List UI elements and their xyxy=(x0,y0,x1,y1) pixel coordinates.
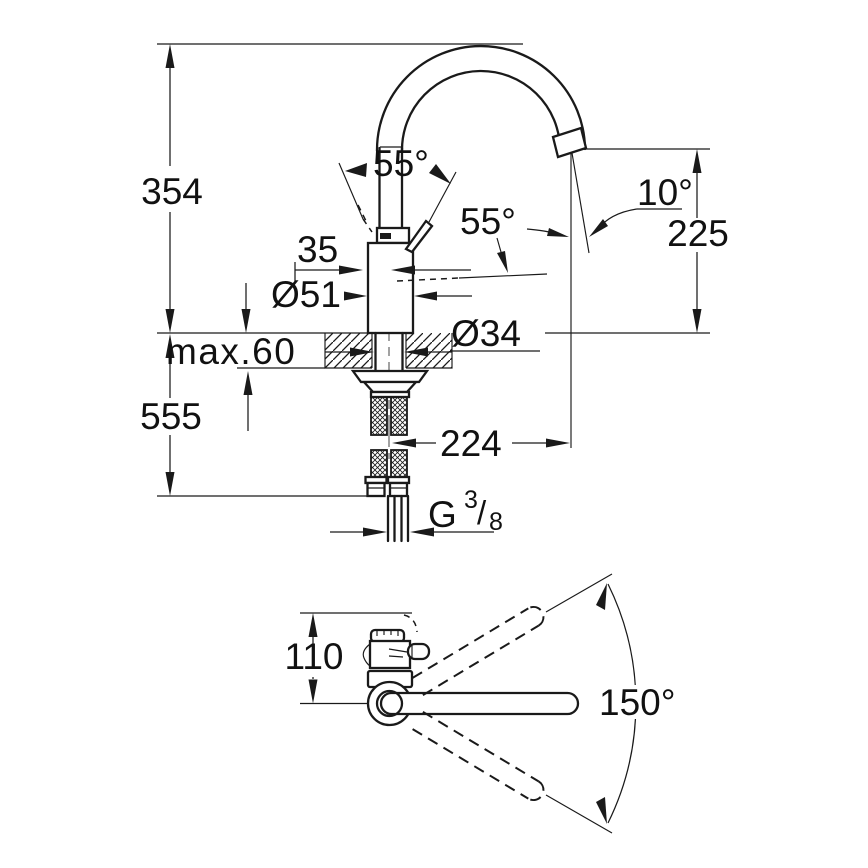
lever-handle xyxy=(404,219,434,254)
body-diameter-dimension: Ø51 xyxy=(271,274,472,315)
supply-hose-right-lower xyxy=(390,449,408,478)
valve-body-top xyxy=(368,639,412,670)
spray-direction-line xyxy=(571,152,590,254)
angle-arrow-down-icon xyxy=(497,251,508,273)
supply-hose-right xyxy=(390,396,408,436)
deck-max-label: max.60 xyxy=(166,331,296,372)
hose-nut-right xyxy=(388,481,409,498)
escutcheon-washer xyxy=(350,369,430,384)
hole-diameter-dimension: Ø34 xyxy=(325,313,540,357)
angle-arrow-right-icon xyxy=(429,164,451,184)
handle-swing-label: 55° xyxy=(373,143,429,184)
height-top-label: 354 xyxy=(141,171,203,212)
front-view: 55° 55° 10° 354 555 xyxy=(140,43,729,543)
swivel-angle-label: 150° xyxy=(599,682,676,723)
handle-offset-dimension: 35 xyxy=(294,229,471,281)
mounting-nut xyxy=(369,390,411,399)
supply-hose-left xyxy=(370,396,388,436)
lever-stub xyxy=(406,642,431,661)
height-dimensions: 354 555 xyxy=(140,44,203,496)
handle-angle-dimension: 55° 55° xyxy=(338,143,548,282)
ghost-spouts xyxy=(412,605,545,802)
spout-arc-inner xyxy=(400,69,562,153)
body-diameter-label: Ø51 xyxy=(271,274,341,315)
projection-dimension: 224 xyxy=(392,423,570,464)
swivel-angle-dimension: 150° xyxy=(545,573,678,834)
supply-hose-left-lower xyxy=(370,449,388,478)
outlet-height-dimension: 225 xyxy=(667,149,729,333)
angle-arrow-left-icon xyxy=(345,163,367,177)
handle-projection-label: 110 xyxy=(285,636,344,677)
handle-open-angle-label: 55° xyxy=(460,201,516,242)
riser-tube xyxy=(378,146,404,230)
reference-lines xyxy=(157,43,710,497)
fastening-set xyxy=(350,369,430,543)
top-view: 110 xyxy=(285,573,678,834)
projection-label: 224 xyxy=(440,423,502,464)
faucet-top xyxy=(362,614,580,727)
outlet-angle-arrow-icon xyxy=(589,219,608,237)
spout-arc-outer xyxy=(375,44,587,153)
handle-mark xyxy=(380,233,391,239)
mounting-shank xyxy=(374,331,404,373)
swivel-ring-inner xyxy=(375,689,404,718)
spout-tip xyxy=(551,126,588,159)
outlet-height-label: 225 xyxy=(667,213,729,254)
supply-pipes xyxy=(386,494,410,543)
outlet-angle-label: 10° xyxy=(637,172,693,213)
outlet-angle-dimension: 10° xyxy=(526,152,693,448)
hole-diameter-label: Ø34 xyxy=(451,313,521,354)
height-bottom-label: 555 xyxy=(140,396,202,437)
handle-offset-label: 35 xyxy=(297,229,338,270)
handle-projection-dimension: 110 xyxy=(285,612,412,705)
hose-nut-left xyxy=(366,481,386,498)
faucet-body xyxy=(366,241,415,335)
deck-thickness-dimension: max.60 xyxy=(166,283,296,431)
body-bulge xyxy=(362,643,371,667)
cone-washer xyxy=(361,380,419,394)
spout-bar xyxy=(379,691,580,716)
ghost-handle xyxy=(403,614,418,633)
outlet-angle-arrow2-icon xyxy=(547,228,569,237)
thread-dimension: G 3 / 8 xyxy=(330,475,503,537)
thread-label: G 3 / 8 xyxy=(428,475,503,536)
label-backdrop xyxy=(596,685,678,719)
faucet-front xyxy=(366,44,588,459)
